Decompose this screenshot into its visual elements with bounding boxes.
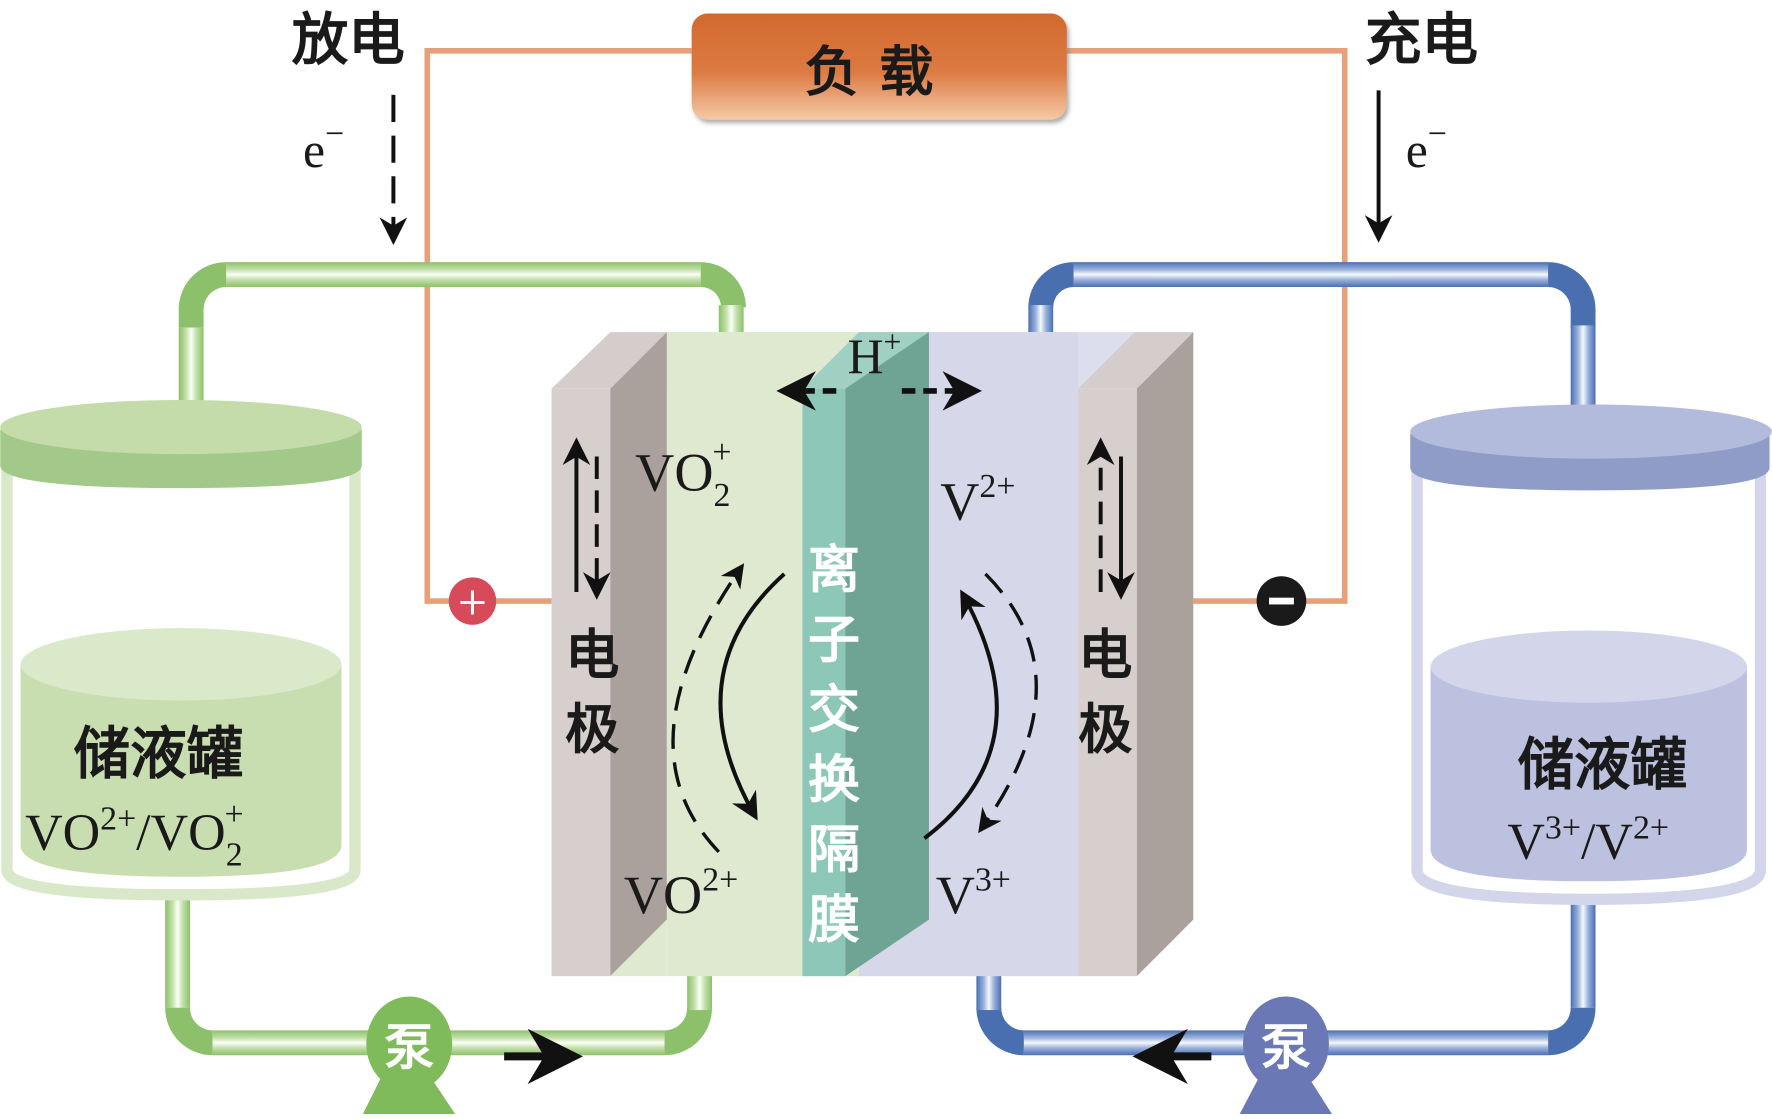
right-electrode-label-1: 电 — [1078, 623, 1132, 686]
charge-indicator: 充电 e− — [1364, 8, 1478, 243]
charge-electron-label: e− — [1406, 116, 1447, 179]
right-tank: 储液罐 V3+/V2+ — [1410, 404, 1772, 905]
right-pump-label: 泵 — [1261, 1018, 1311, 1076]
minus-icon — [1269, 597, 1294, 605]
positive-terminal-circle — [448, 577, 497, 625]
pipe-segment — [165, 899, 191, 1008]
discharge-indicator: 放电 e− — [292, 8, 408, 246]
discharge-label: 放电 — [292, 8, 405, 73]
right-electrode-top — [1078, 332, 1194, 389]
left-pump: 泵 — [361, 996, 457, 1117]
pipe-elbow — [976, 1007, 1024, 1056]
membrane-side — [845, 332, 929, 977]
positive-discharge-arc — [718, 572, 786, 821]
membrane-label: 离 子 交 换 隔 膜 — [808, 541, 860, 951]
negative-charge-arc — [978, 572, 1038, 834]
left-electrode-label-2: 极 — [565, 698, 620, 761]
pipe-segment — [226, 262, 701, 287]
pipe-elbow — [664, 1007, 713, 1056]
pipe-elbow — [1028, 262, 1074, 308]
positive-top-species: VO2+ — [635, 434, 731, 514]
membrane-char: 隔 — [808, 821, 860, 881]
left-tank: 储液罐 VO2+/VO2+ — [0, 399, 362, 901]
left-pump-body — [366, 996, 453, 1092]
membrane-char: 离 — [808, 541, 860, 601]
right-pump: 泵 — [1238, 996, 1334, 1117]
right-tank-label: 储液罐 — [1518, 733, 1687, 798]
membrane-front — [802, 388, 846, 977]
right-tank-species: V3+/V2+ — [1507, 809, 1669, 870]
left-electrode-top — [551, 332, 667, 389]
right-pump-body — [1243, 996, 1329, 1092]
right-electrode-side — [1136, 332, 1194, 977]
negative-terminal — [1256, 576, 1307, 626]
left-pump-label: 泵 — [384, 1018, 434, 1076]
membrane-char: 子 — [808, 611, 860, 671]
cell-stack: 电 极 电 极 离 子 交 换 隔 膜 H+ VO2+ VO2+ V2+ V3+ — [551, 325, 1194, 977]
pipe-elbow — [1548, 262, 1596, 328]
left-electrode-label-1: 电 — [565, 623, 619, 686]
right-tank-liquid-surface — [1430, 630, 1747, 703]
load-box — [691, 13, 1067, 120]
load-label: 负载 — [805, 40, 954, 103]
left-tank-liquid-surface — [20, 628, 342, 701]
wire-right — [1066, 48, 1348, 604]
pipe-elbow — [1548, 1007, 1596, 1056]
discharge-electron-label: e− — [303, 116, 344, 179]
right-electrode-label-2: 极 — [1078, 698, 1133, 761]
right-tank-liquid — [1430, 666, 1747, 882]
positive-bottom-species: VO2+ — [624, 861, 738, 925]
load-resistor: 负载 — [691, 13, 1067, 120]
membrane-top — [802, 332, 929, 389]
positive-charge-arc — [671, 563, 745, 854]
right-tank-lid-top — [1410, 404, 1772, 459]
plus-icon: + — [456, 580, 488, 625]
pipe-segment — [1570, 325, 1596, 412]
pipe-segment — [1570, 903, 1596, 1008]
right-electrode-front — [1078, 388, 1137, 977]
left-tank-label: 储液罐 — [74, 722, 243, 787]
negative-top-species: V2+ — [940, 468, 1015, 532]
left-tank-lid-top — [0, 399, 362, 455]
negative-discharge-arc — [923, 589, 999, 840]
membrane-char: 换 — [808, 751, 860, 811]
left-tank-liquid — [20, 664, 342, 877]
pipe-segment — [178, 327, 204, 407]
negative-bottom-species: V3+ — [936, 861, 1011, 925]
charge-label: 充电 — [1365, 8, 1478, 73]
pipe-segment — [1073, 262, 1549, 287]
proton-label: H+ — [848, 325, 902, 384]
left-pipe-loop — [165, 262, 746, 1085]
positive-terminal: + — [448, 577, 497, 625]
left-tank-species: VO2+/VO2+ — [25, 796, 244, 874]
left-electrode-front — [551, 388, 611, 977]
left-electrode-gap — [610, 919, 667, 977]
pipe-elbow — [165, 1007, 213, 1056]
membrane-char: 膜 — [808, 891, 860, 951]
membrane-char: 交 — [808, 681, 860, 741]
left-electrode-side — [610, 332, 667, 977]
pipe-elbow — [700, 262, 746, 308]
pipe-elbow — [178, 262, 227, 328]
